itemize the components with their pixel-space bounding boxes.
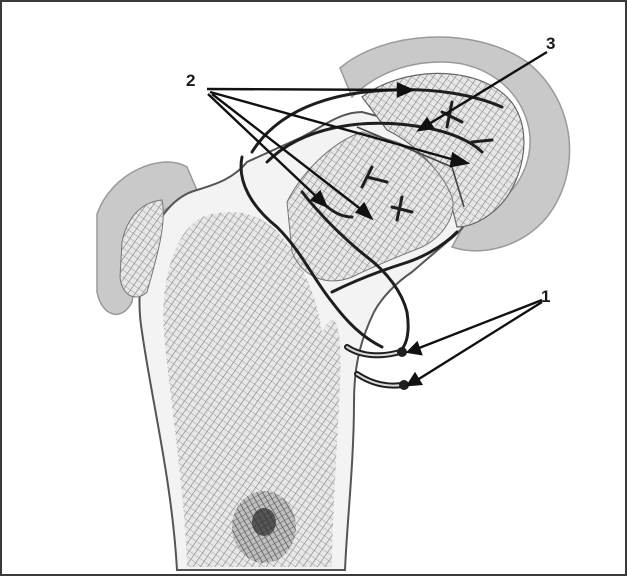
callout-label-1: 1 (541, 288, 550, 305)
leader-lines-1 (408, 300, 542, 385)
callout-label-2: 2 (186, 72, 195, 89)
callout-label-3: 3 (546, 35, 555, 52)
